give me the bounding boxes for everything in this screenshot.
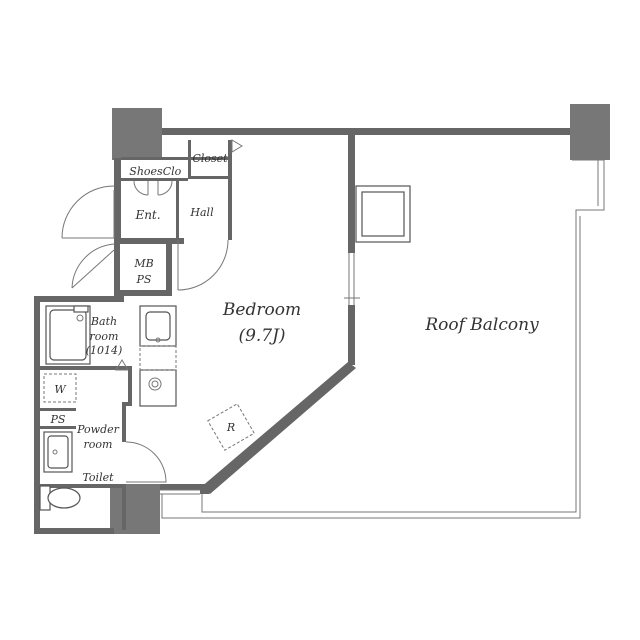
doors	[61, 139, 243, 483]
closet-label: Closet	[192, 152, 228, 165]
roof-balcony-label: Roof Balcony	[424, 315, 539, 335]
powder-room-door	[125, 441, 167, 483]
ps-lower-label: PS	[50, 413, 66, 426]
hall-label: Hall	[189, 206, 214, 219]
column-top-left	[112, 108, 162, 160]
refrigerator-label: R	[226, 421, 235, 434]
column-bottom-left	[110, 484, 160, 534]
mb-label: MB	[133, 257, 153, 270]
toilet-label: Toilet	[82, 471, 114, 484]
powder-room-label: room	[84, 438, 113, 451]
bedroom-size-label: (9.7J)	[238, 326, 285, 346]
bath-size-label: (1014)	[86, 344, 123, 357]
washer-space	[43, 373, 77, 403]
bath-label: Bath	[90, 315, 117, 328]
shoes-label: Shoes	[129, 165, 163, 178]
bedroom-label: Bedroom	[222, 300, 301, 320]
column-top-right	[570, 104, 610, 160]
structural-walls	[34, 104, 610, 534]
cooktop	[139, 369, 177, 407]
bath-room-label: room	[90, 330, 119, 343]
entrance-label: Ent.	[134, 208, 160, 222]
room-labels: Bedroom (9.7J) Roof Balcony Closet Shoes…	[50, 152, 540, 484]
powder-label: Powder	[76, 423, 120, 436]
balcony-outline	[160, 159, 605, 519]
refrigerator-space	[207, 403, 255, 451]
washer-label: W	[54, 383, 67, 396]
fixtures	[39, 305, 255, 511]
clo-label: Clo	[163, 165, 182, 178]
interior-partitions	[40, 140, 232, 530]
ps-upper-label: PS	[136, 273, 152, 286]
entrance-door	[62, 190, 115, 239]
